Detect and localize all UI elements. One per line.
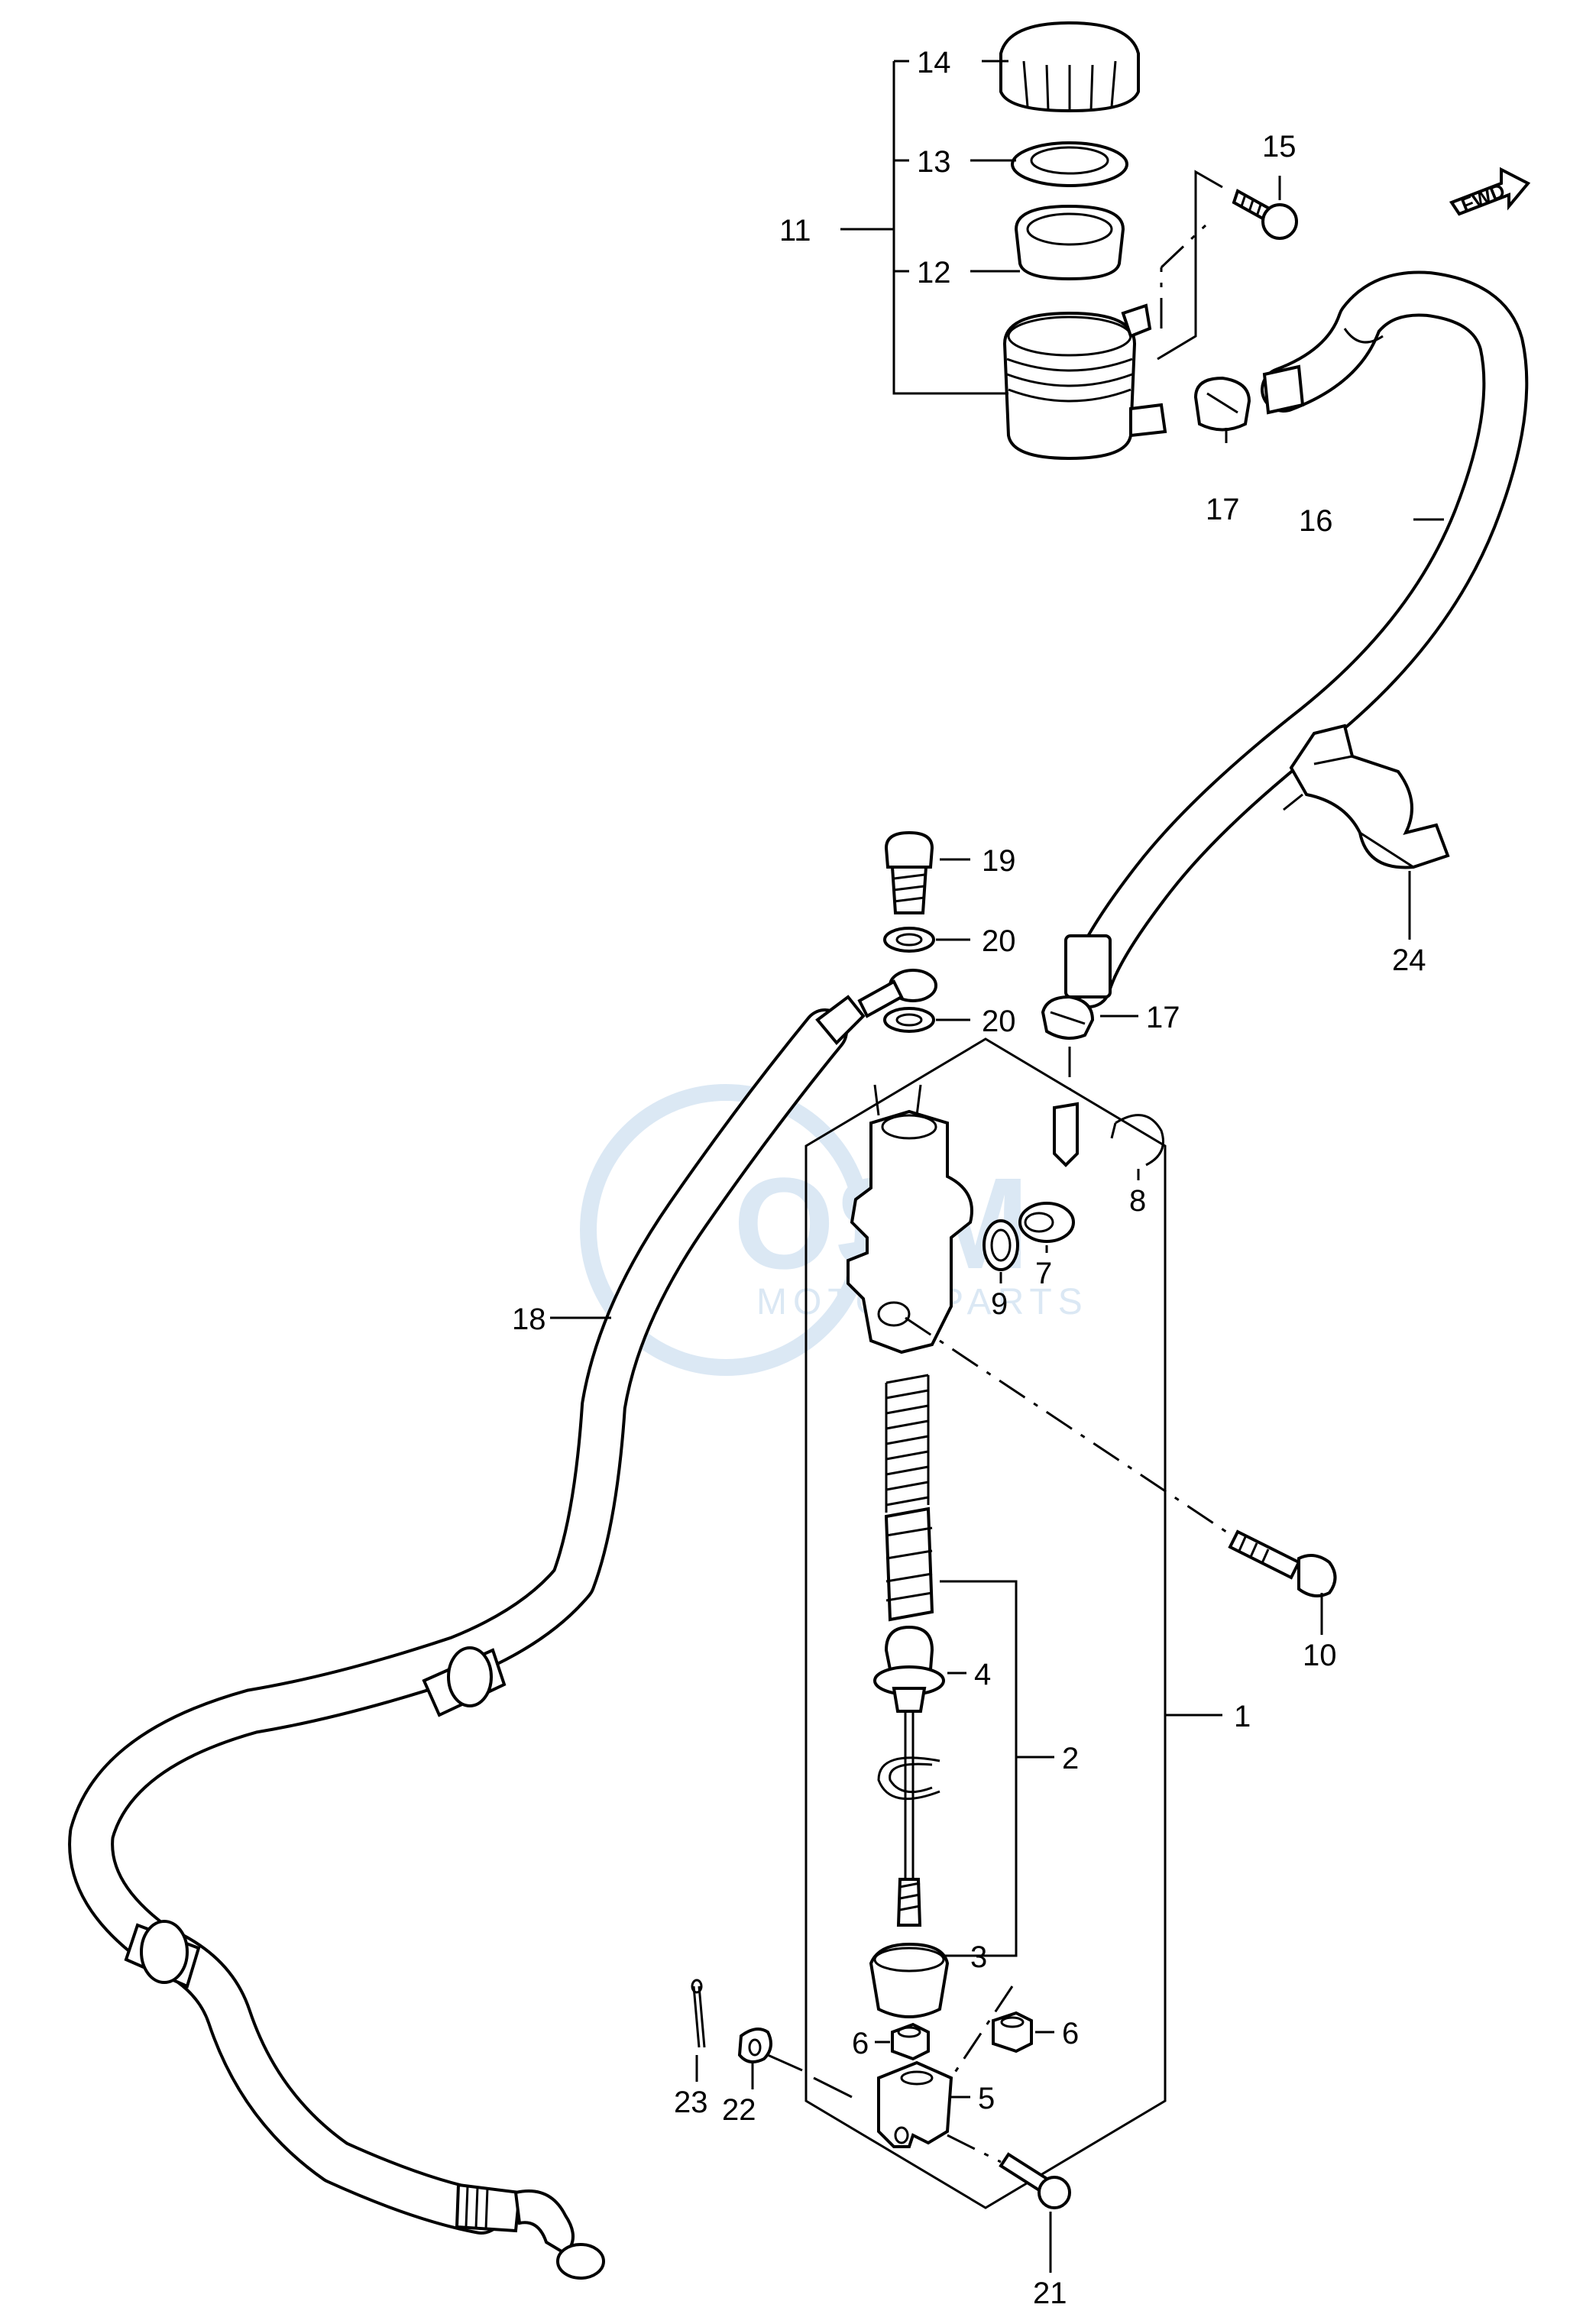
banjo-bolt-19: [884, 830, 970, 914]
piston: [884, 1507, 934, 1622]
bolt-10-dash: [905, 1316, 1227, 1533]
cotter-pin-23: [691, 1979, 706, 2082]
callout-16: 16: [1299, 504, 1333, 538]
clevis-pin-21: [999, 2152, 1071, 2273]
grommet-7: [1018, 1202, 1075, 1253]
callout-4: 4: [974, 1658, 991, 1691]
brake-hose-18: [68, 969, 937, 2280]
clevis-5: [877, 2060, 970, 2148]
fwd-label: FWD: [1458, 179, 1508, 217]
callout-22: 22: [722, 2093, 756, 2127]
cup-4: [873, 1625, 966, 1713]
return-spring: [885, 1374, 930, 1513]
callout-13: 13: [917, 145, 951, 179]
boot-3-dash: [950, 1986, 1014, 2079]
group-bracket-2: [940, 1580, 1054, 1957]
callout-17-top: 17: [1206, 493, 1240, 526]
lock-nut-6-left: [875, 2022, 930, 2061]
callout-23: 23: [674, 2086, 708, 2119]
reservoir-assembly: [999, 21, 1167, 461]
washer-20-bottom: [883, 1007, 970, 1033]
callout-20-bottom: 20: [982, 1005, 1016, 1038]
callout-6-left: 6: [852, 2027, 869, 2060]
callout-24: 24: [1392, 943, 1426, 977]
reservoir-hose-16: [1064, 270, 1529, 1008]
callout-6-right: 6: [1062, 2017, 1079, 2050]
lock-nut-6-right: [992, 2011, 1054, 2053]
callout-1: 1: [1234, 1700, 1251, 1733]
bolt-15-dash: [1160, 224, 1207, 328]
union-nipple: [1053, 1102, 1079, 1167]
bolt-15: [1232, 176, 1298, 240]
callout-20-top: 20: [982, 924, 1016, 958]
callout-3: 3: [970, 1940, 987, 1974]
push-rod: [896, 1711, 922, 1927]
callout-5: 5: [978, 2082, 995, 2115]
callout-19: 19: [982, 844, 1016, 878]
fwd-arrow-icon: FWD: [1449, 167, 1531, 217]
mounting-bolt-10: [1228, 1529, 1337, 1635]
callout-10: 10: [1303, 1639, 1337, 1672]
callout-21: 21: [1033, 2277, 1067, 2310]
washer-22: [737, 2028, 772, 2063]
hose-clamp-17-bottom: [1041, 995, 1095, 1040]
callout-labels: 1 2 3 4 5 6 6 7 8 9 10 11 12 13 14 15 16…: [512, 46, 1426, 2310]
washer-22-leader: [767, 2053, 853, 2099]
callout-12: 12: [917, 256, 951, 290]
hose-clip-24: [1283, 723, 1450, 940]
circlip-8: [1110, 1114, 1164, 1180]
callout-15: 15: [1262, 130, 1297, 163]
callout-14: 14: [917, 46, 951, 79]
callout-11: 11: [779, 214, 811, 248]
o-ring-9: [983, 1219, 1019, 1283]
group-box-1: [804, 1037, 1167, 2209]
callout-2: 2: [1062, 1742, 1079, 1775]
callout-17-bottom: 17: [1146, 1001, 1180, 1034]
callout-18: 18: [512, 1303, 546, 1336]
pin-21-dash: [947, 2134, 1002, 2164]
washer-20-top: [883, 927, 970, 953]
callout-9: 9: [991, 1287, 1008, 1321]
circlip-push-rod: [877, 1756, 940, 1801]
bolt-15-leader: [1157, 170, 1223, 361]
leader-lines-11: [970, 60, 1020, 273]
boot-3: [869, 1942, 950, 2018]
group-bracket-11: [840, 60, 1008, 395]
callout-8: 8: [1129, 1184, 1146, 1218]
hose-clamp-17-top: [1193, 376, 1251, 443]
callout-7: 7: [1035, 1257, 1052, 1290]
master-cylinder-body: [847, 1084, 973, 1354]
